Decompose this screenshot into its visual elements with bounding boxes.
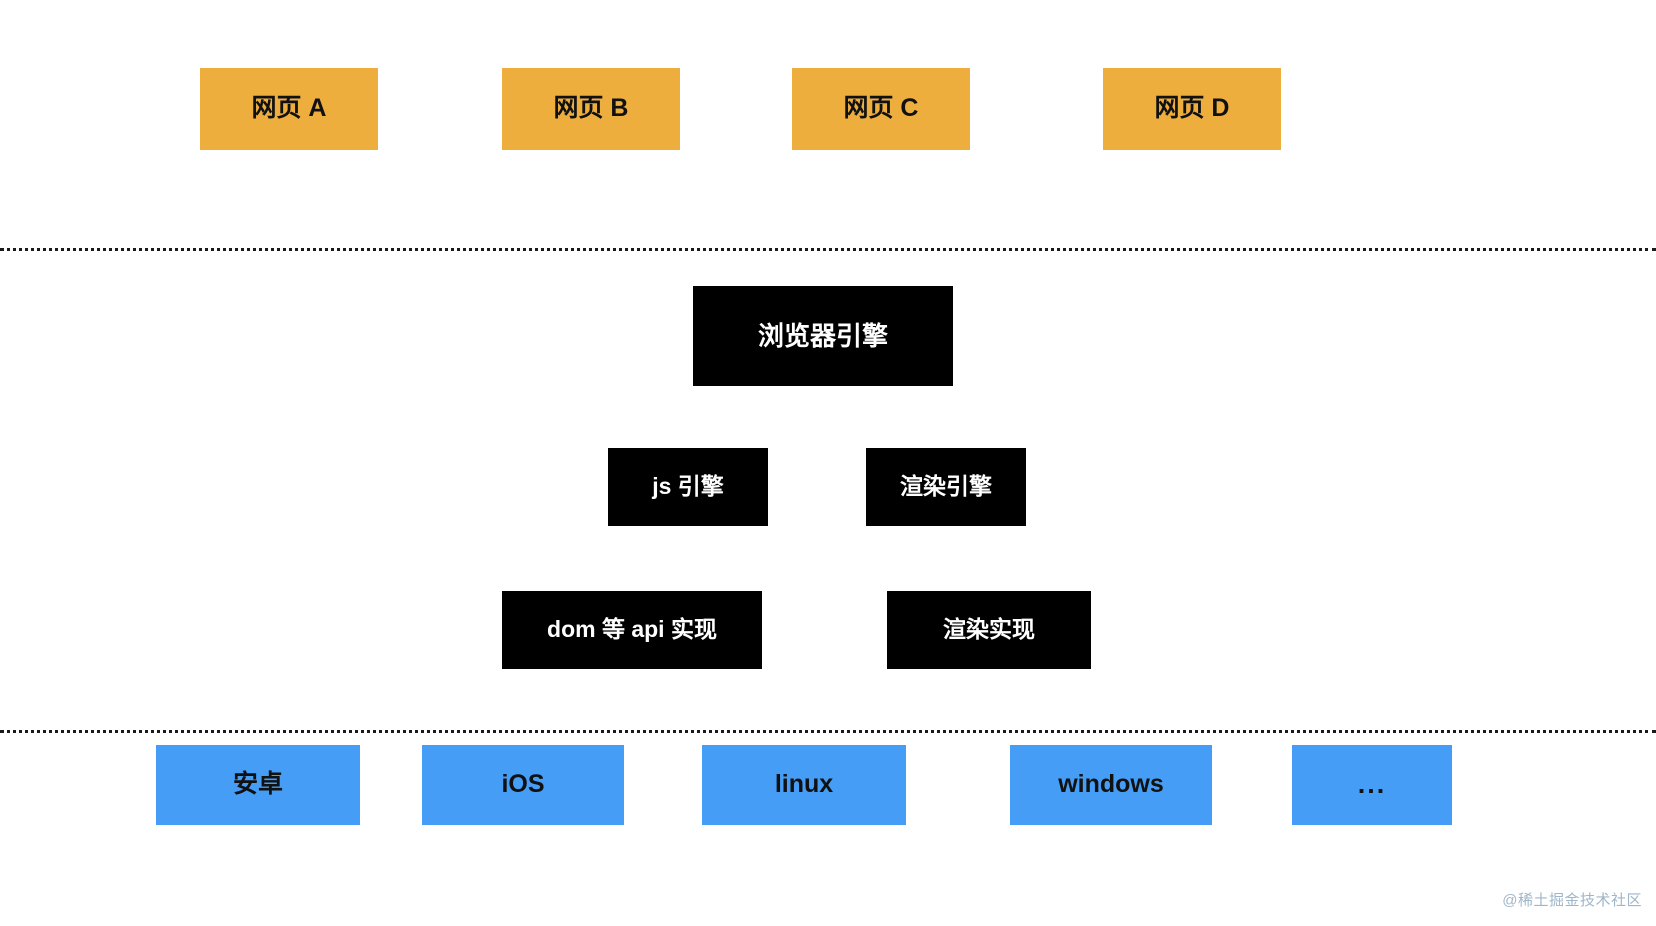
web-page-box-b: 网页 B: [502, 68, 680, 150]
render-implementation-box: 渲染实现: [887, 591, 1091, 669]
watermark: @稀土掘金技术社区: [1502, 892, 1642, 909]
web-page-box-c: 网页 C: [792, 68, 970, 150]
web-page-box-a: 网页 A: [200, 68, 378, 150]
os-box-ios: iOS: [422, 745, 624, 825]
os-box-linux: linux: [702, 745, 906, 825]
divider-bottom: [0, 730, 1656, 733]
os-box-more: ...: [1292, 745, 1452, 825]
dom-api-implementation-box: dom 等 api 实现: [502, 591, 762, 669]
os-box-android: 安卓: [156, 745, 360, 825]
divider-top: [0, 248, 1656, 251]
browser-engine-box: 浏览器引擎: [693, 286, 953, 386]
web-page-box-d: 网页 D: [1103, 68, 1281, 150]
js-engine-box: js 引擎: [608, 448, 768, 526]
render-engine-box: 渲染引擎: [866, 448, 1026, 526]
os-box-windows: windows: [1010, 745, 1212, 825]
